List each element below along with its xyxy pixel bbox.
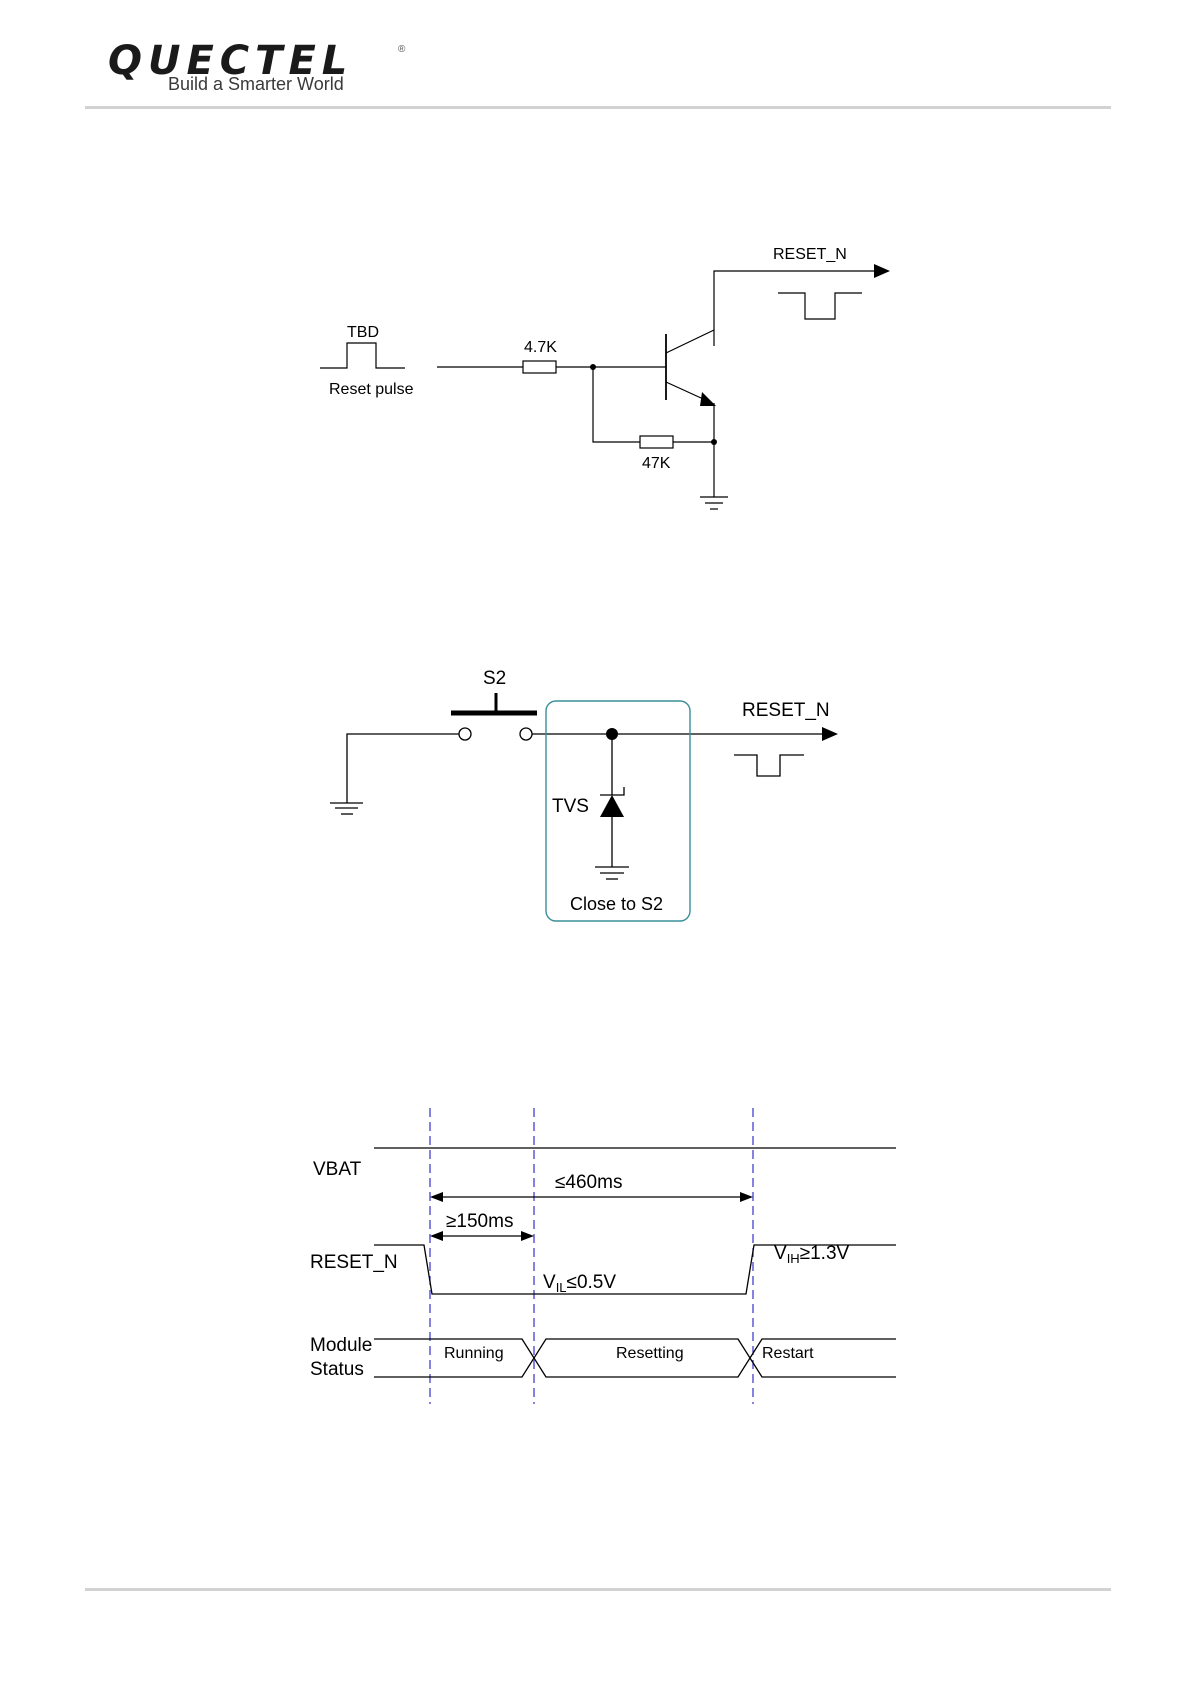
vil-label: VIL≤0.5V bbox=[543, 1272, 616, 1295]
row-label-vbat: VBAT bbox=[313, 1159, 362, 1180]
state-restart: Restart bbox=[762, 1345, 814, 1362]
row-label-status: Status bbox=[310, 1359, 364, 1380]
vih-label: VIH≥1.3V bbox=[774, 1243, 850, 1266]
t-total-label: ≤460ms bbox=[555, 1172, 622, 1193]
state-resetting: Resetting bbox=[616, 1345, 684, 1362]
state-running: Running bbox=[444, 1345, 504, 1362]
figure-reset-timing: VBAT RESET_N Module Status ≤460ms ≥150ms… bbox=[0, 0, 1191, 1420]
footer-rule bbox=[85, 1588, 1111, 1591]
t-low-label: ≥150ms bbox=[446, 1211, 513, 1232]
row-label-reset-n: RESET_N bbox=[310, 1252, 398, 1273]
row-label-module: Module bbox=[310, 1335, 372, 1356]
